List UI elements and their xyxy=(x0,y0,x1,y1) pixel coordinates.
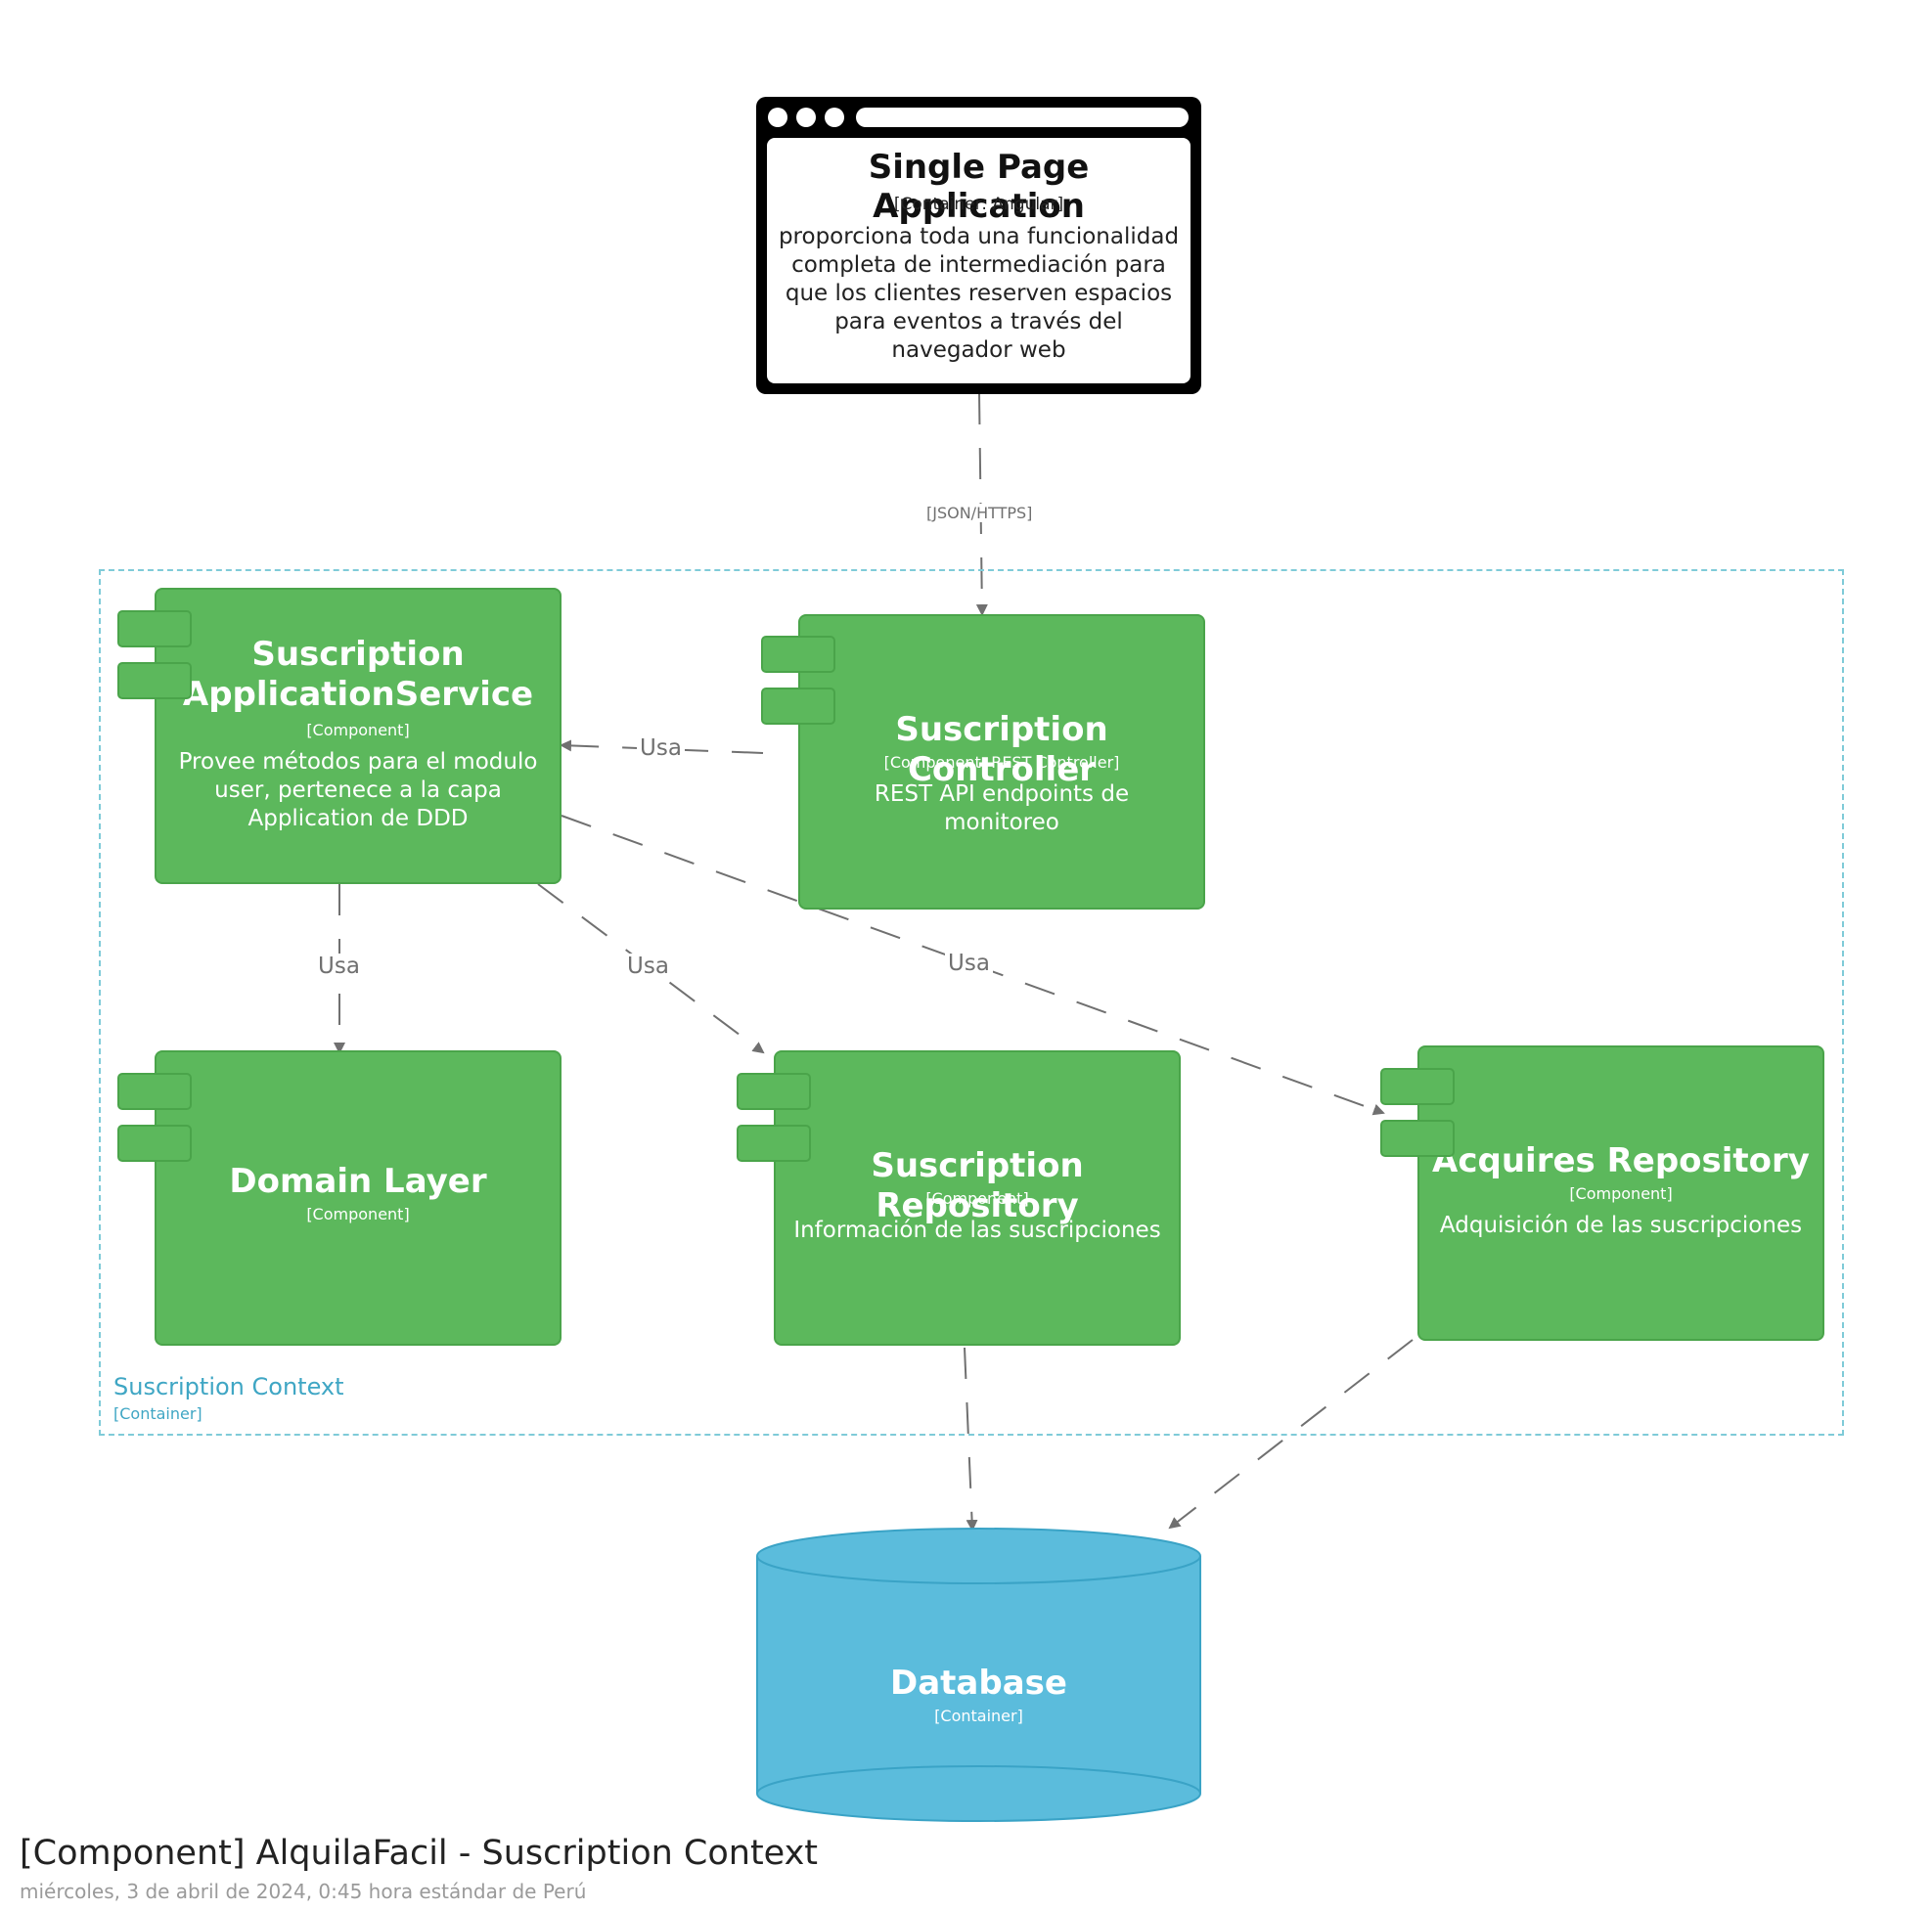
suscription-context-boundary xyxy=(99,569,1844,1436)
component-tab-icon xyxy=(117,610,192,647)
spa-description: proporciona toda una funcionalidad compl… xyxy=(778,224,1180,363)
database-container: Database [Container] xyxy=(756,1527,1201,1823)
component-application-service: Suscription ApplicationService [Componen… xyxy=(155,588,562,884)
component-technology: [Component] xyxy=(1569,1184,1673,1203)
rel-domain-label: Usa xyxy=(315,954,363,979)
spa-body: Single Page Application [Container: Angu… xyxy=(767,138,1191,383)
spa-technology: [Container: Angular] xyxy=(893,195,1064,214)
component-technology: [Component] xyxy=(306,721,410,739)
spa-title: Single Page Application xyxy=(868,148,1090,226)
component-title-line1: Suscription xyxy=(251,635,465,674)
component-technology: [Component] xyxy=(306,1205,410,1223)
window-dot-icon xyxy=(768,108,787,127)
component-title: Domain Layer xyxy=(229,1162,487,1201)
component-description: REST API endpoints de monitoreo xyxy=(874,781,1130,835)
component-tab-icon xyxy=(761,688,835,725)
component-domain-layer: Domain Layer [Component] xyxy=(155,1050,562,1346)
spa-container: Single Page Application [Container: Angu… xyxy=(756,97,1201,394)
component-title: Acquires Repository xyxy=(1432,1141,1810,1180)
component-tab-icon xyxy=(117,1125,192,1162)
component-title: Suscription Repository xyxy=(871,1146,1084,1225)
diagram-date: miércoles, 3 de abril de 2024, 0:45 hora… xyxy=(20,1880,587,1903)
window-dot-icon xyxy=(796,108,816,127)
component-description: Provee métodos para el modulo user, pert… xyxy=(178,749,538,831)
component-title-line2: ApplicationService xyxy=(182,675,534,714)
rel-controller-label: Usa xyxy=(637,735,685,761)
component-technology: [Component] xyxy=(925,1189,1029,1208)
rel-service-to-acquires xyxy=(561,815,1385,1116)
component-technology: [Component: REST Controller] xyxy=(883,753,1120,772)
database-cylinder-icon xyxy=(756,1528,1201,1822)
component-tab-icon xyxy=(761,636,835,673)
rel-repository-to-database xyxy=(964,1347,978,1532)
component-suscription-repository: Suscription Repository [Component] Infor… xyxy=(774,1050,1181,1346)
component-controller: Suscription Controller [Component: REST … xyxy=(798,614,1205,910)
boundary-title: Suscription Context xyxy=(113,1373,344,1400)
component-description: Información de las suscripciones xyxy=(793,1218,1161,1243)
database-title: Database xyxy=(890,1664,1067,1703)
component-acquires-repository: Acquires Repository [Component] Adquisic… xyxy=(1417,1045,1824,1341)
rel-repository-label: Usa xyxy=(624,954,672,979)
component-title: Suscription Controller xyxy=(895,710,1108,789)
rel-acquires-label: Usa xyxy=(945,951,993,976)
component-title: Suscription ApplicationService xyxy=(157,635,560,715)
rel-controller-to-service xyxy=(560,739,764,754)
database-technology: [Container] xyxy=(934,1707,1023,1725)
boundary-technology: [Container] xyxy=(113,1404,202,1423)
component-tab-icon xyxy=(1380,1120,1455,1157)
component-tab-icon xyxy=(737,1125,811,1162)
rel-spa-label: [JSON/HTTPS] xyxy=(923,504,1036,522)
window-dot-icon xyxy=(825,108,844,127)
component-tab-icon xyxy=(117,662,192,699)
component-tab-icon xyxy=(1380,1068,1455,1105)
diagram-title: [Component] AlquilaFacil - Suscription C… xyxy=(20,1834,819,1873)
component-description: Adquisición de las suscripciones xyxy=(1439,1213,1803,1238)
component-tab-icon xyxy=(737,1073,811,1110)
component-tab-icon xyxy=(117,1073,192,1110)
address-bar xyxy=(856,108,1189,127)
